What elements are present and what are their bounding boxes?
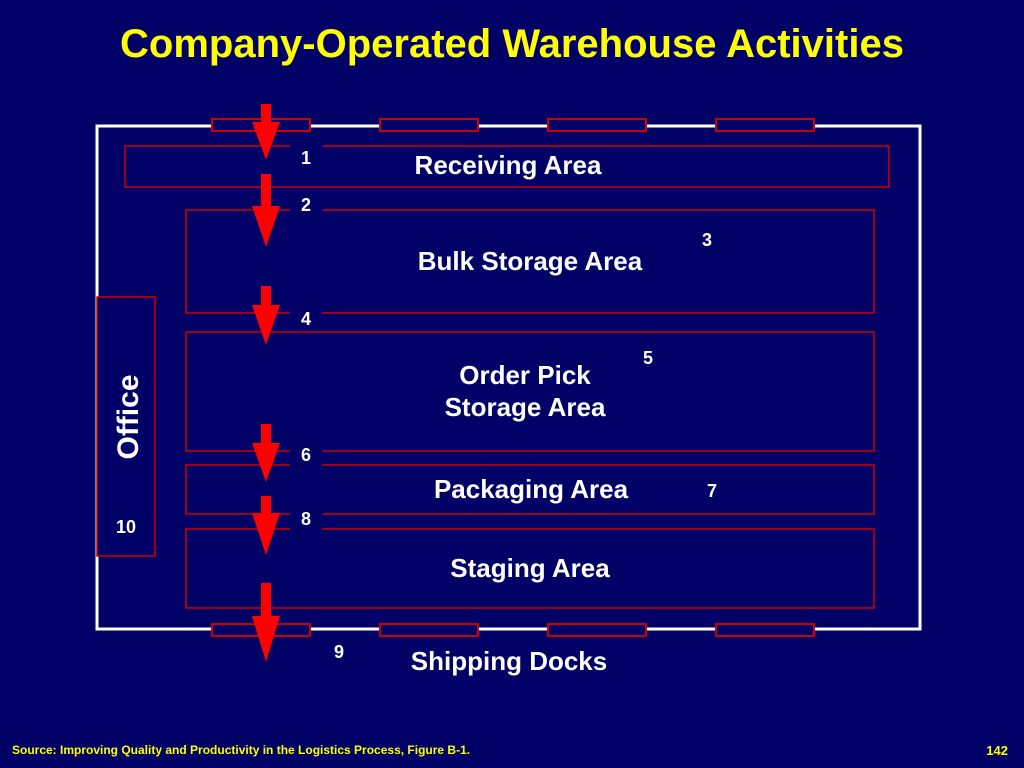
source-citation: Source: Improving Quality and Productivi… [12,743,471,757]
bottom-dock-door-3 [547,623,647,637]
order-pick-label-line1: Order Pick [459,360,591,390]
step-number-9: 9 [334,642,344,662]
order-pick-label-line2: Storage Area [445,392,606,422]
flow-arrow-5 [252,496,280,555]
flow-arrow-1 [252,104,280,160]
step-number-1: 1 [301,148,311,168]
office-label: Office [112,374,145,459]
packaging-area-box [185,464,875,515]
bulk-storage-area-label: Bulk Storage Area [418,246,643,276]
step-number-8: 8 [301,509,311,529]
office-box [96,296,156,557]
flow-arrows [252,104,280,662]
step-label-bg-2 [290,192,322,216]
step-number-7: 7 [707,481,717,501]
step-label-bg-4 [290,306,322,330]
step-number-4: 4 [301,309,311,329]
receiving-area-label: Receiving Area [415,150,602,180]
staging-area-box [185,528,875,609]
step-number-3: 3 [702,230,712,250]
page-title: Company-Operated Warehouse Activities [120,22,904,66]
top-dock-door-3 [547,118,647,132]
top-dock-door-4 [715,118,815,132]
staging-area-label: Staging Area [450,553,610,583]
step-label-bg-1 [290,143,322,165]
step-label-bg-6 [290,442,322,466]
step-number-10: 10 [116,517,136,537]
bulk-storage-area-box [185,209,875,314]
bottom-dock-door-2 [379,623,479,637]
flow-arrow-3 [252,286,280,345]
flow-arrow-2 [252,174,280,247]
bottom-dock-door-4 [715,623,815,637]
page-number: 142 [986,743,1008,758]
flow-arrow-6 [252,583,280,662]
receiving-area-box [124,145,890,188]
step-number-5: 5 [643,348,653,368]
shipping-docks-label: Shipping Docks [411,646,607,676]
top-dock-door-2 [379,118,479,132]
flow-arrow-4 [252,424,280,482]
step-label-bg-8 [290,506,322,530]
packaging-area-label: Packaging Area [434,474,629,504]
order-pick-area-box [185,331,875,452]
step-number-2: 2 [301,195,311,215]
step-number-6: 6 [301,445,311,465]
